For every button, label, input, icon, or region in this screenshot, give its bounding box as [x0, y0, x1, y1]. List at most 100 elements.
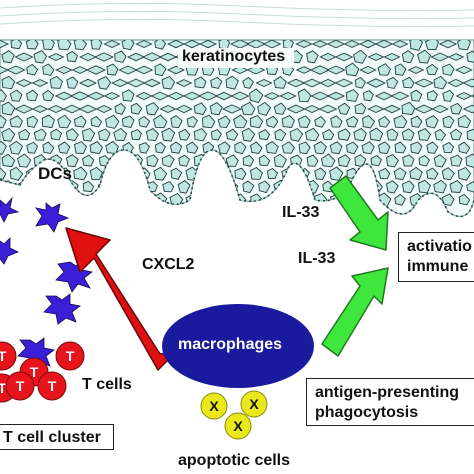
- keratinocyte-cell-icon: [57, 40, 72, 51]
- keratinocyte-cell-icon: [358, 40, 378, 49]
- keratinocyte-cell-icon: [441, 167, 455, 181]
- keratinocyte-cell-icon: [297, 88, 312, 103]
- keratinocyte-cell-icon: [365, 78, 387, 88]
- keratinocyte-cell-icon: [409, 40, 424, 51]
- keratinocyte-cell-icon: [231, 66, 249, 74]
- keratinocyte-cell-icon: [6, 65, 26, 75]
- keratinocyte-cell-icon: [330, 115, 343, 128]
- keratinocyte-cell-icon: [289, 127, 304, 142]
- keratinocyte-cell-icon: [121, 40, 135, 51]
- keratinocyte-cell-icon: [466, 181, 474, 193]
- t-cell-icon: T: [5, 371, 35, 401]
- keratinocyte-cell-icon: [386, 154, 399, 168]
- keratinocyte-cell-icon: [161, 75, 176, 90]
- keratinocyte-cell-icon: [273, 76, 287, 89]
- dc-star-icon: [0, 237, 19, 265]
- keratinocyte-cell-icon: [258, 154, 271, 167]
- keratinocytes-label-bg: [178, 48, 294, 68]
- keratinocyte-cell-icon: [118, 65, 138, 75]
- keratinocyte-cell-icon: [326, 91, 346, 101]
- keratinocyte-cell-icon: [73, 141, 87, 154]
- keratinocyte-cell-icon: [154, 40, 167, 50]
- keratinocyte-cell-icon: [74, 194, 86, 206]
- keratinocyte-cell-icon: [378, 115, 391, 128]
- keratinocyte-cell-icon: [401, 128, 415, 141]
- keratinocytes-label: keratinocytes: [182, 48, 286, 65]
- keratinocyte-cell-icon: [311, 40, 329, 48]
- keratinocyte-cell-icon: [455, 92, 473, 100]
- keratinocyte-cell-icon: [414, 78, 434, 88]
- keratinocyte-cell-icon: [0, 167, 7, 180]
- keratinocyte-cell-icon: [198, 91, 218, 101]
- svg-text:T: T: [30, 364, 39, 380]
- keratinocyte-cell-icon: [26, 141, 39, 154]
- keratinocyte-cell-icon: [263, 92, 281, 100]
- antigen-line1: antigen-presenting: [315, 384, 460, 401]
- keratinocyte-cell-icon: [142, 52, 162, 62]
- keratinocyte-cell-icon: [66, 76, 79, 89]
- keratinocyte-cell-icon: [225, 154, 239, 167]
- svg-text:X: X: [249, 396, 259, 412]
- keratinocyte-cell-icon: [182, 40, 202, 49]
- keratinocyte-cell-icon: [442, 115, 455, 129]
- keratinocyte-cell-icon: [57, 114, 72, 129]
- keratinocyte-cell-icon: [319, 78, 337, 88]
- keratinocyte-cell-icon: [86, 91, 106, 101]
- keratinocyte-cell-icon: [193, 179, 207, 193]
- antigen-presenting-box: antigen-presenting phagocytosis: [306, 378, 474, 426]
- keratinocyte-cell-icon: [106, 193, 119, 206]
- keratinocyte-cell-icon: [193, 102, 207, 116]
- keratinocyte-cell-icon: [186, 141, 199, 154]
- keratinocyte-cell-icon: [362, 114, 376, 129]
- keratinocyte-cell-icon: [169, 141, 183, 154]
- keratinocyte-cell-icon: [0, 40, 10, 49]
- keratinocyte-cell-icon: [334, 52, 354, 62]
- keratinocyte-cell-icon: [433, 75, 448, 90]
- keratinocyte-cell-icon: [242, 76, 254, 89]
- keratinocyte-cell-icon: [122, 115, 135, 129]
- svg-text:T: T: [66, 348, 75, 364]
- keratinocyte-cell-icon: [55, 66, 73, 74]
- keratinocyte-cell-icon: [425, 115, 439, 129]
- keratinocyte-cell-icon: [178, 128, 191, 141]
- keratinocyte-cell-icon: [442, 63, 455, 76]
- keratinocyte-cell-icon: [265, 115, 279, 129]
- keratinocyte-cell-icon: [41, 192, 56, 207]
- keratinocyte-cell-icon: [9, 89, 23, 102]
- il33-mid-label: IL-33: [298, 250, 336, 267]
- keratinocyte-cell-icon: [26, 89, 39, 102]
- keratinocyte-cell-icon: [383, 53, 401, 61]
- keratinocyte-cell-icon: [47, 53, 65, 61]
- keratinocyte-cell-icon: [434, 128, 447, 141]
- apoptotic-cells-label: apoptotic cells: [178, 452, 291, 469]
- keratinocyte-cell-icon: [426, 63, 439, 76]
- keratinocyte-cell-icon: [367, 53, 385, 61]
- keratinocyte-cell-icon: [462, 78, 474, 88]
- macrophage-cell: [162, 304, 314, 388]
- keratinocyte-cell-icon: [221, 104, 243, 114]
- keratinocyte-cell-icon: [167, 91, 185, 101]
- keratinocyte-cell-icon: [361, 141, 375, 155]
- keratinocyte-cell-icon: [1, 127, 16, 142]
- keratinocyte-cell-icon: [273, 102, 287, 115]
- keratinocyte-cell-icon: [370, 154, 382, 167]
- keratinocyte-cell-icon: [234, 141, 247, 155]
- keratinocyte-cell-icon: [450, 128, 463, 141]
- keratinocyte-cell-icon: [175, 104, 193, 114]
- keratinocyte-cell-icon: [334, 78, 354, 88]
- keratinocyte-cell-icon: [154, 63, 167, 77]
- green-arrow-icon: [329, 175, 389, 251]
- keratinocyte-cell-icon: [198, 40, 218, 49]
- keratinocyte-cell-icon: [114, 154, 127, 167]
- keratinocyte-cell-icon: [129, 179, 144, 194]
- keratinocyte-cell-icon: [393, 167, 407, 180]
- keratinocyte-cell-icon: [94, 52, 114, 62]
- keratinocyte-cell-icon: [262, 40, 282, 49]
- keratinocyte-cell-icon: [9, 115, 23, 128]
- keratinocyte-cell-icon: [103, 40, 121, 48]
- keratinocyte-cell-icon: [457, 166, 472, 181]
- keratinocyte-cell-icon: [465, 153, 474, 169]
- activation-box: activatio immune: [398, 232, 474, 282]
- keratinocyte-cell-icon: [111, 78, 129, 88]
